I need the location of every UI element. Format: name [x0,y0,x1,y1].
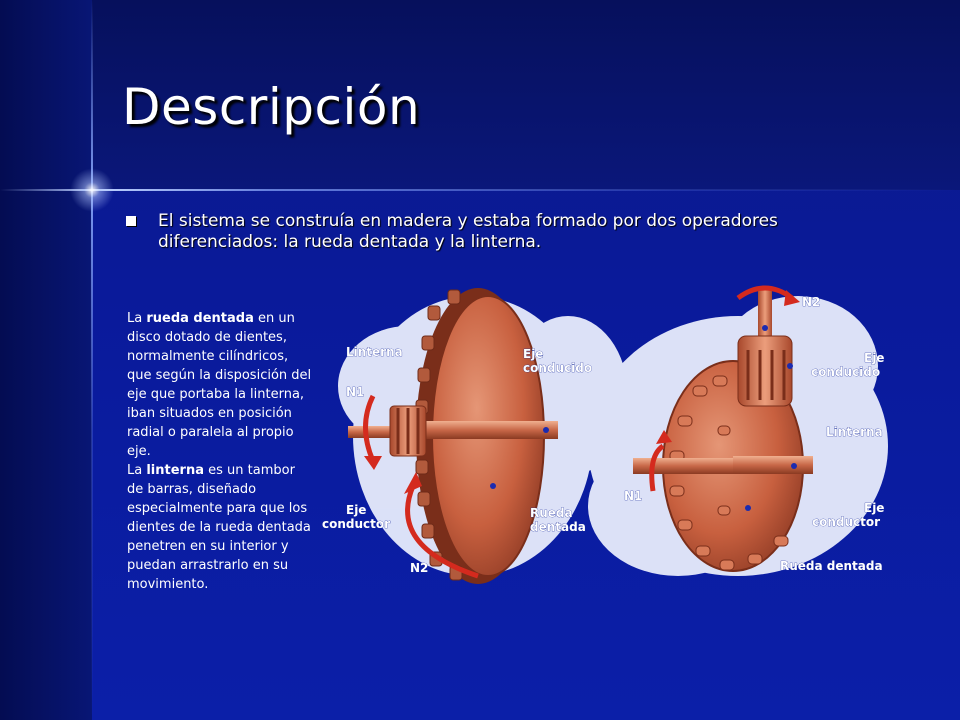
right-driver-shaft [633,458,753,474]
label-n2-left: N2 [410,561,428,575]
left-shaft-dot [543,427,549,433]
right-wheel-pegs [669,375,789,571]
right-driven-shaft [758,290,772,340]
right-lantern-bars [746,350,786,400]
right-top-dot [762,325,768,331]
slide-title: Descripción [122,78,421,136]
description-text: La rueda dentada en un disco dotado de d… [127,309,313,594]
label-n1-right: N1 [624,489,642,503]
desc-p1-post: en un disco dotado de dientes, normalmen… [127,311,312,459]
left-figure-labels: Linterna Eje conducido N1 Eje conductor … [322,345,593,576]
label-eje-conductor-left-2: conductor [322,517,390,531]
right-arrow-head-n1 [656,430,672,444]
label-eje-conducido-right-2: conducido [811,365,880,379]
gear-illustration: Linterna Eje conducido N1 Eje conductor … [322,285,888,584]
label-eje-conducido-left-2: conducido [523,361,592,375]
left-arrow-head-n1 [364,456,382,470]
right-shaft-dot [791,463,797,469]
left-wheel-dot [490,483,496,489]
right-rotation-arrow-n1 [649,443,665,492]
label-n2-right: N2 [802,295,820,309]
desc-p2-pre: La [127,463,147,478]
vertical-accent-line [91,0,93,720]
left-gear-assembly [348,288,558,584]
right-lantern-drum [737,335,793,407]
desc-term-rueda-dentada: rueda dentada [146,311,254,326]
left-rotation-arrow-n2 [405,485,479,579]
left-driven-shaft [408,421,558,439]
label-rueda-dentada-right: Rueda dentada [780,559,883,573]
label-eje-conductor-right-1: Eje [864,501,884,515]
bullet-text: El sistema se construía en madera y esta… [158,211,778,252]
right-gear-assembly [633,285,813,572]
label-eje-conductor-right-2: conductor [812,515,880,529]
right-figure-labels: N2 Eje conducido Linterna N1 Eje conduct… [624,295,885,574]
label-n1-left: N1 [346,385,364,399]
left-arrow-head-n2 [404,472,422,494]
label-rueda-dentada-left-2: dentada [530,520,586,534]
label-eje-conductor-left-1: Eje [346,503,366,517]
label-linterna-right: Linterna [826,425,883,439]
left-lantern-bars [396,408,420,454]
right-wheel-dot [745,505,751,511]
bullet-square-icon [126,216,136,226]
desc-term-linterna: linterna [146,463,204,478]
desc-p1-pre: La [127,311,147,326]
label-eje-conducido-right-1: Eje [864,351,884,365]
desc-p2-post: es un tambor de barras, diseñado especia… [127,463,311,592]
label-rueda-dentada-left-1: Rueda [530,506,573,520]
label-eje-conducido-left-1: Eje [523,347,543,361]
bullet-item: El sistema se construía en madera y esta… [126,211,866,253]
horizontal-accent-line [0,189,960,191]
right-driver-shaft-end [733,456,813,474]
left-band [0,0,92,720]
right-arrow-head-n2 [784,290,800,306]
title-band [0,0,960,190]
accent-star-glow [70,168,114,212]
left-rotation-arrow-n1 [363,394,376,462]
label-linterna-left: Linterna [346,345,403,359]
right-drum-dot [787,363,793,369]
